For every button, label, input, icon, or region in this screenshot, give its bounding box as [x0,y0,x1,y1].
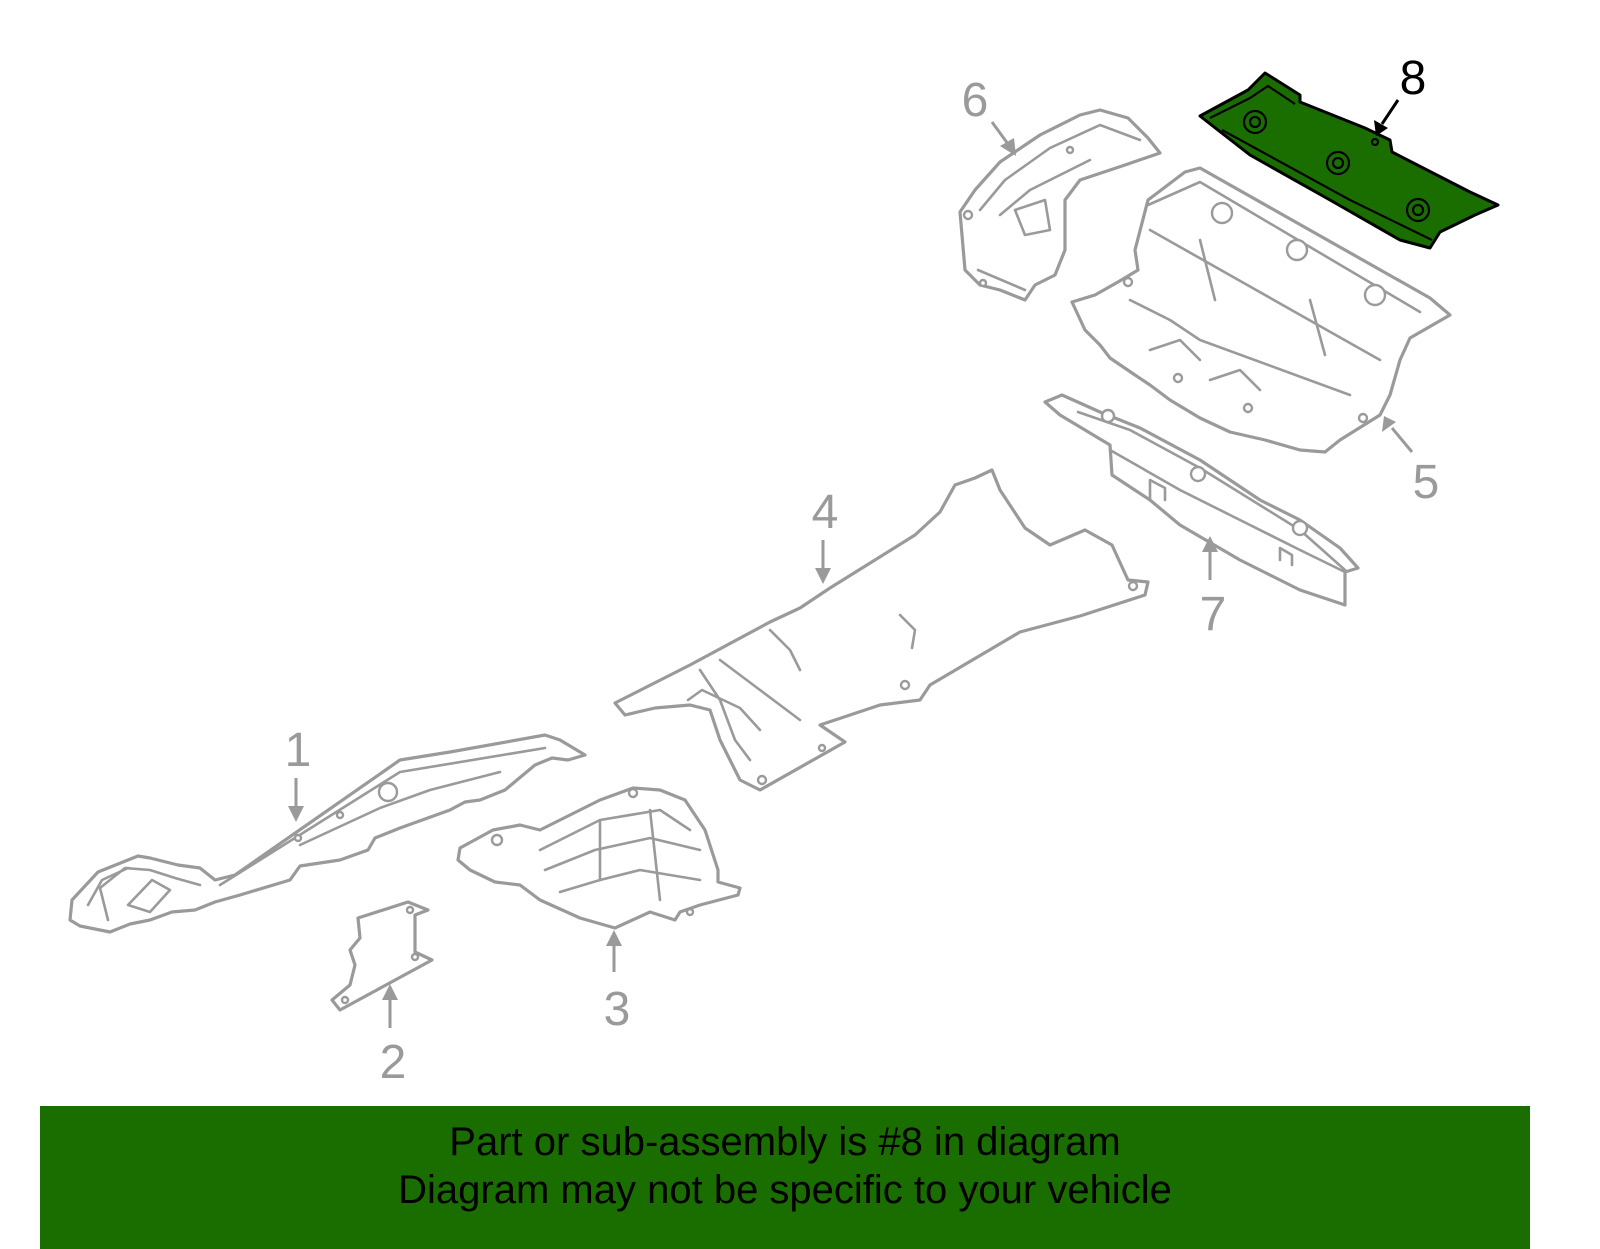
callout-4: 4 [812,486,839,539]
leader-line-6 [990,121,1016,156]
banner-line-2: Diagram may not be specific to your vehi… [398,1168,1172,1212]
part-5-rear-shield[interactable] [1070,166,1452,454]
part-2-bracket-shield[interactable] [330,900,434,1012]
info-banner: Part or sub-assembly is #8 in diagram Di… [40,1106,1530,1249]
leader-line-5 [1382,416,1414,453]
part-7-cross-shield[interactable] [1043,393,1360,607]
leader-line-3 [606,930,622,972]
callout-6: 6 [962,74,989,127]
leader-line-4 [815,540,831,584]
part-6-side-shield[interactable] [958,108,1162,302]
banner-line-1: Part or sub-assembly is #8 in diagram [449,1120,1121,1164]
part-8-highlighted-shield[interactable] [1198,71,1500,250]
callout-1: 1 [285,724,312,777]
callout-5: 5 [1413,456,1440,509]
callout-8: 8 [1400,52,1427,105]
leader-line-2 [382,984,398,1028]
callout-2: 2 [380,1036,407,1089]
callout-3: 3 [604,983,631,1036]
callout-7: 7 [1200,588,1227,641]
leader-line-8 [1374,99,1400,136]
part-1-heat-shield[interactable] [68,733,587,934]
leader-line-1 [288,778,304,822]
part-3-center-shield[interactable] [456,786,742,930]
part-4-large-shield[interactable] [613,468,1150,792]
leader-line-7 [1202,536,1218,580]
